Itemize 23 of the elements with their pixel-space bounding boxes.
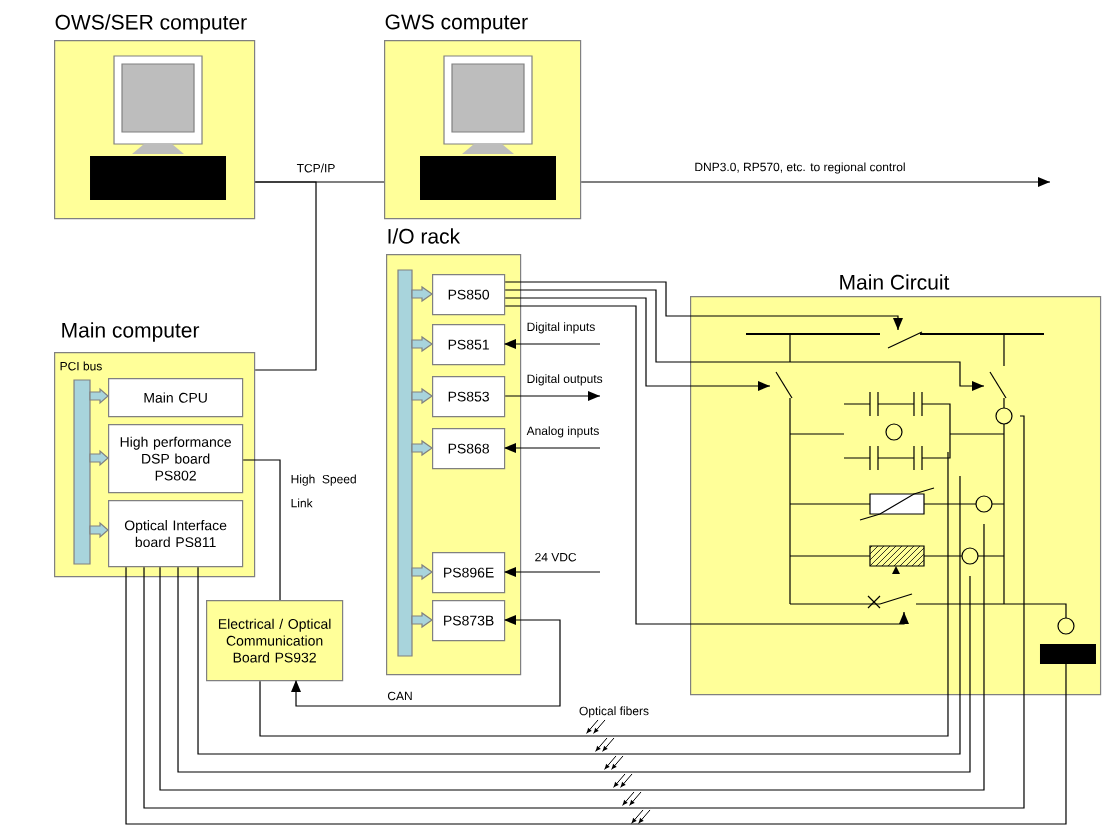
box-heading: OWS/SER computer (55, 14, 247, 34)
connector (504, 391, 601, 401)
connector (254, 181, 317, 371)
connector (504, 289, 985, 391)
box-heading: GWS computer (385, 14, 528, 34)
box-heading: Main Circuit (840, 274, 950, 290)
connector (242, 459, 281, 601)
connector (259, 451, 949, 737)
box-heading: Main computer (62, 322, 200, 342)
connector (143, 415, 1025, 809)
connector (504, 567, 601, 577)
connector (504, 281, 903, 331)
connector (504, 339, 601, 349)
connector (177, 566, 971, 773)
connector (197, 475, 961, 755)
connector (504, 297, 771, 391)
connector (504, 305, 909, 625)
connector (291, 615, 561, 707)
connector (125, 566, 1067, 825)
connector (504, 443, 601, 453)
connector (580, 177, 1051, 187)
box-heading: I/O rack (388, 228, 461, 244)
connector (159, 523, 985, 791)
